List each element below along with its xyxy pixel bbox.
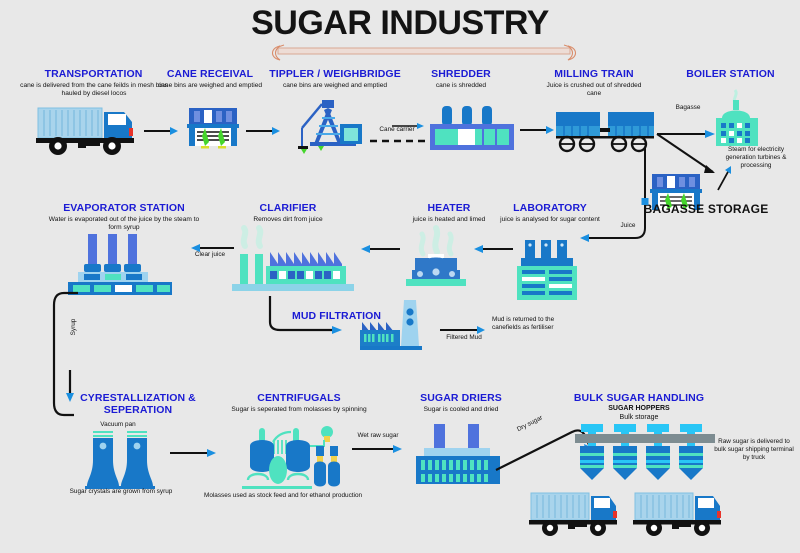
label-cane-carrier: Cane carrier [379,126,415,133]
drier-plant-icon [412,424,504,490]
stage-heading-cyrestallization: CYRESTALLIZATION & SEPERATION [80,392,196,416]
label-filtered-mud: Filtered Mud [446,334,482,341]
arrow-clear-juice [190,243,234,253]
arrow-cane-carrier [392,122,426,130]
stage-heading-mud-filtration: MUD FILTRATION [292,310,382,322]
stage-heading-boiler-station: BOILER STATION [686,68,775,80]
arrow-receival-to-tippler [246,126,282,136]
delivery-truck-icon-2 [632,490,730,540]
tippler-crane-icon [296,98,368,154]
label-clear-juice: Clear juice [194,251,226,258]
rail-wagons-icon [556,110,656,158]
boiler-plant-icon [706,89,768,152]
label-sugar-hoppers: SUGAR HOPPERS [608,405,670,412]
title-ribbon-decoration [268,44,580,61]
delivery-truck-icon-1 [528,490,626,540]
stage-subtitle-milling-train: Juice is crushed out of shredded cane [546,82,642,98]
stage-subtitle-cane-receival: cane bins are weighed and emptied [157,82,263,89]
arrow-transportation-to-receival [144,126,180,136]
note-raw-sugar-delivery: Raw sugar is delivered to bulk sugar shi… [714,438,794,462]
evaporator-icon [62,234,178,296]
label-bulk-storage: Bulk storage [619,414,659,421]
heater-icon [402,225,470,294]
label-vacuum-pan: Vacuum pan [100,421,136,428]
syrup-pipe-path [52,291,92,423]
arrow-bagasse-branch [655,112,760,192]
stage-heading-sugar-driers: SUGAR DRIERS [420,392,502,404]
juice-pipe-path [627,148,657,248]
label-juice: Juice [620,222,636,229]
stage-subtitle-heater: juice is heated and limed [412,216,486,223]
stage-heading-cane-receival: CANE RECEIVAL [166,68,254,80]
stage-subtitle-centrifugals: Sugar is seperated from molasses by spin… [231,406,367,413]
centrifugal-icon [240,424,344,492]
truck-icon [34,104,142,156]
arrow-wet-raw-sugar [352,444,404,454]
stage-heading-clarifier: CLARIFIER [259,202,317,214]
vacuum-pan-icon [80,430,160,492]
stage-heading-laboratory: LABORATORY [513,202,587,214]
stage-subtitle-evaporator: Water is evaporated out of the juice by … [48,216,200,232]
stage-subtitle-transportation: cane is delivered from the cane feilds i… [20,82,168,98]
note-molasses: Molasses used as stock feed and for etha… [204,492,363,499]
arrow-filtered-mud [440,325,486,335]
laboratory-icon [515,240,581,302]
arrow-laboratory-to-heater [473,244,513,254]
storage-shed-icon [648,172,704,216]
label-wet-raw-sugar: Wet raw sugar [357,432,399,439]
arrow-shredder-to-milling [520,125,556,135]
stage-subtitle-sugar-driers: Sugar is cooled and dried [423,406,499,413]
arrow-cyrestallization-to-centrifugals [170,448,218,458]
note-mud-returned: Mud is returned to the canefields as fer… [492,316,555,332]
receival-shed-icon [185,104,241,152]
cane-carrier-dashed-line [370,136,432,146]
note-sugar-crystals: Sugar crystals are grown from syrup [69,488,173,495]
stage-heading-evaporator: EVAPORATOR STATION [63,202,185,214]
stage-heading-transportation: TRANSPORTATION [44,68,143,80]
mud-filter-plant-icon [360,300,428,350]
mud-filtration-path [268,296,350,336]
stage-heading-tippler: TIPPLER / WEIGHBRIDGE [269,68,401,80]
stage-subtitle-laboratory: juice is analysed for sugar content [500,216,600,223]
sugar-hoppers-icon [575,424,715,490]
arrow-juice-to-laboratory [576,233,630,243]
note-steam-electricity: Steam for electricity generation turbine… [725,146,787,170]
stage-subtitle-tippler: cane bins are weighed and emptied [282,82,388,89]
stage-subtitle-clarifier: Removes dirt from juice [253,216,323,223]
stage-heading-bagasse-storage: BAGASSE STORAGE [643,202,769,216]
stage-heading-bulk-sugar-handling: BULK SUGAR HANDLING [573,392,705,404]
shredder-icon [428,104,516,152]
arrow-syrup-to-cyrestallization [62,370,82,404]
stage-subtitle-shredder: cane is shredded [435,82,487,89]
stage-heading-centrifugals: CENTRIFUGALS [257,392,341,404]
page-title: SUGAR INDUSTRY [251,4,549,42]
label-bagasse: Bagasse [675,104,701,111]
stage-heading-milling-train: MILLING TRAIN [554,68,634,80]
stage-heading-heater: HEATER [427,202,471,214]
stage-heading-shredder: SHREDDER [431,68,491,80]
arrow-heater-to-clarifier [360,244,400,254]
clarifier-plant-icon [232,225,358,296]
